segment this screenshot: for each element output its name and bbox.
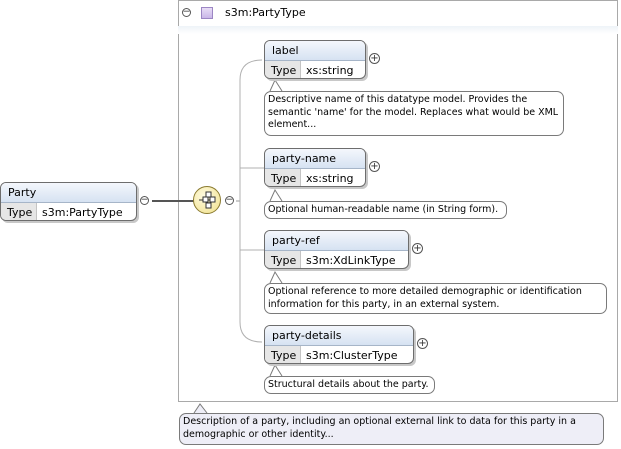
- complex-type-icon: [201, 6, 213, 19]
- type-value: s3m:PartyType: [42, 206, 123, 219]
- element-type-row: Type s3m:XdLinkType: [265, 251, 408, 268]
- element-name: party-name: [265, 149, 365, 169]
- element-party-ref[interactable]: party-ref Type s3m:XdLinkType: [264, 230, 409, 269]
- element-label[interactable]: label Type xs:string: [264, 40, 366, 79]
- expand-plus-icon[interactable]: +: [369, 53, 380, 64]
- documentation-party-name: Optional human-readable name (in String …: [264, 201, 507, 219]
- collapse-complex-type-icon[interactable]: −: [182, 7, 191, 17]
- expand-plus-icon[interactable]: +: [417, 338, 428, 349]
- type-value: s3m:XdLinkType: [306, 254, 396, 267]
- complex-type-shade: [178, 26, 618, 34]
- type-value: xs:string: [306, 172, 354, 185]
- complex-type-header: − s3m:PartyType: [182, 6, 306, 19]
- complex-type-name: s3m:PartyType: [225, 6, 306, 19]
- sequence-compositor-icon[interactable]: [193, 186, 221, 214]
- element-party-details[interactable]: party-details Type s3m:ClusterType: [264, 325, 414, 364]
- element-name: party-ref: [265, 231, 408, 251]
- type-value: xs:string: [306, 64, 354, 77]
- type-label: Type: [265, 346, 301, 363]
- element-type-row: Type xs:string: [265, 169, 365, 186]
- documentation-party-details: Structural details about the party.: [264, 376, 435, 394]
- element-name: label: [265, 41, 365, 61]
- documentation-party-ref: Optional reference to more detailed demo…: [264, 283, 607, 314]
- expand-plus-icon[interactable]: +: [412, 243, 423, 254]
- expand-plus-icon[interactable]: +: [369, 161, 380, 172]
- root-element-name: Party: [1, 183, 136, 203]
- element-type-row: Type s3m:ClusterType: [265, 346, 413, 363]
- element-type-row: Type xs:string: [265, 61, 365, 78]
- element-name: party-details: [265, 326, 413, 346]
- collapse-sequence-icon[interactable]: −: [225, 195, 234, 205]
- type-label: Type: [1, 203, 37, 220]
- type-label: Type: [265, 251, 301, 268]
- element-party-name[interactable]: party-name Type xs:string: [264, 148, 366, 187]
- documentation-label: Descriptive name of this datatype model.…: [264, 91, 564, 136]
- documentation-party: Description of a party, including an opt…: [179, 413, 604, 445]
- type-label: Type: [265, 169, 301, 186]
- collapse-root-icon[interactable]: −: [140, 195, 149, 205]
- root-element-party[interactable]: Party Type s3m:PartyType: [0, 182, 137, 221]
- type-value: s3m:ClusterType: [306, 349, 398, 362]
- root-element-type-row: Type s3m:PartyType: [1, 203, 136, 220]
- type-label: Type: [265, 61, 301, 78]
